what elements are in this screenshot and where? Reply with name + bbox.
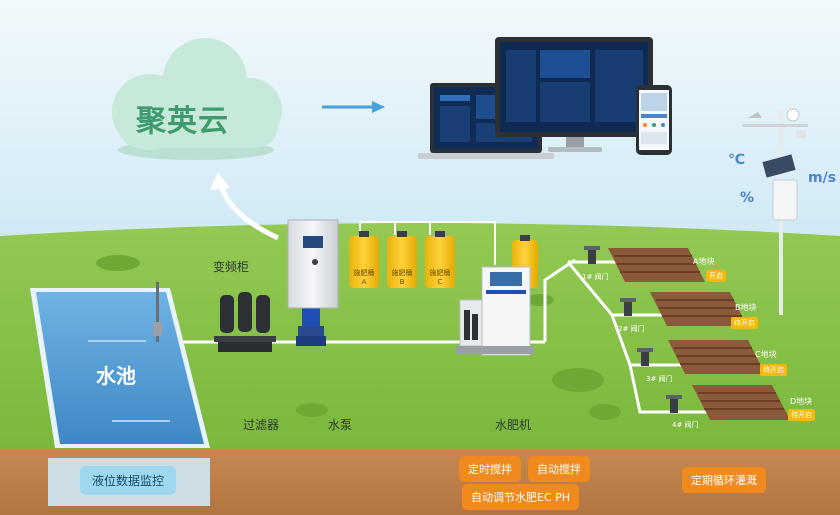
plot-status-badge: 待开启	[731, 317, 758, 329]
auto-adjust-badge: 自动调节水肥EC PH	[462, 484, 580, 510]
grass-patch	[552, 368, 604, 392]
farm-plot	[650, 292, 747, 326]
fertilizer-tank	[387, 231, 417, 288]
fertilizer-tank	[349, 231, 379, 288]
farm-plot	[668, 340, 765, 374]
valve-icon	[637, 348, 653, 366]
humidity-unit: %	[740, 190, 755, 206]
tank-code-label: A	[361, 278, 367, 286]
plot-name: B地块	[735, 303, 757, 312]
timed-stir-badge: 定时搅拌	[459, 456, 521, 482]
plot-name: C地块	[755, 350, 777, 359]
farm-plot	[608, 248, 705, 282]
tank-code-label: B	[399, 278, 405, 286]
auto-stir-badge: 自动搅拌	[528, 456, 590, 482]
arrow-head	[372, 101, 385, 113]
level-monitor-badge: 液位数据监控	[80, 466, 177, 495]
brand-name: 聚英云	[136, 104, 229, 139]
grass-patch	[526, 294, 554, 306]
grass-patch	[96, 255, 140, 271]
pump-label: 水泵	[328, 418, 353, 432]
valve-label: 2# 阀门	[618, 325, 645, 333]
tank-name-label: 施肥桶	[391, 269, 413, 277]
fertilizer-machine-label: 水肥机	[495, 418, 532, 432]
filter-label: 过滤器	[243, 418, 280, 432]
cycle-irrigation-badge: 定期循环灌溉	[682, 467, 766, 493]
inverter-cabinet-label: 变频柜	[213, 260, 250, 274]
farm-plot	[692, 385, 790, 420]
monitor-icon	[495, 37, 653, 152]
plot-name: A地块	[693, 257, 715, 266]
wind-unit: m/s	[808, 170, 837, 186]
fertilizer-tank	[425, 231, 455, 288]
valve-icon	[584, 246, 600, 264]
plot-status-badge: 待开启	[760, 364, 787, 376]
temperature-unit: ℃	[728, 152, 745, 168]
tank-feed-pipe	[360, 221, 496, 265]
valve-label: 4# 阀门	[672, 421, 699, 429]
arrow-head	[210, 172, 230, 190]
valve-label: 1# 阀门	[582, 273, 609, 281]
cloud-icon	[112, 38, 282, 160]
pond-label: 水池	[96, 364, 136, 388]
fertilizer-machine	[456, 266, 534, 356]
plot-status-badge: 待开启	[788, 409, 815, 421]
pond	[30, 282, 210, 506]
filter-icon	[214, 292, 276, 352]
valve-label: 3# 阀门	[646, 375, 673, 383]
tank-code-label: C	[437, 278, 443, 286]
weather-station-icon	[742, 108, 808, 315]
plot-status-badge: 开启	[706, 270, 726, 282]
plot-name: D地块	[790, 397, 813, 406]
grass-patch	[589, 404, 621, 420]
inverter-cabinet	[287, 219, 339, 309]
valve-icon	[620, 298, 636, 316]
valve-icon	[666, 395, 682, 413]
phone-icon	[636, 85, 672, 155]
tank-name-label: 施肥桶	[429, 269, 451, 277]
grass-patch	[296, 403, 328, 417]
distribution-pipe	[543, 258, 576, 342]
tank-name-label: 施肥桶	[353, 269, 375, 277]
